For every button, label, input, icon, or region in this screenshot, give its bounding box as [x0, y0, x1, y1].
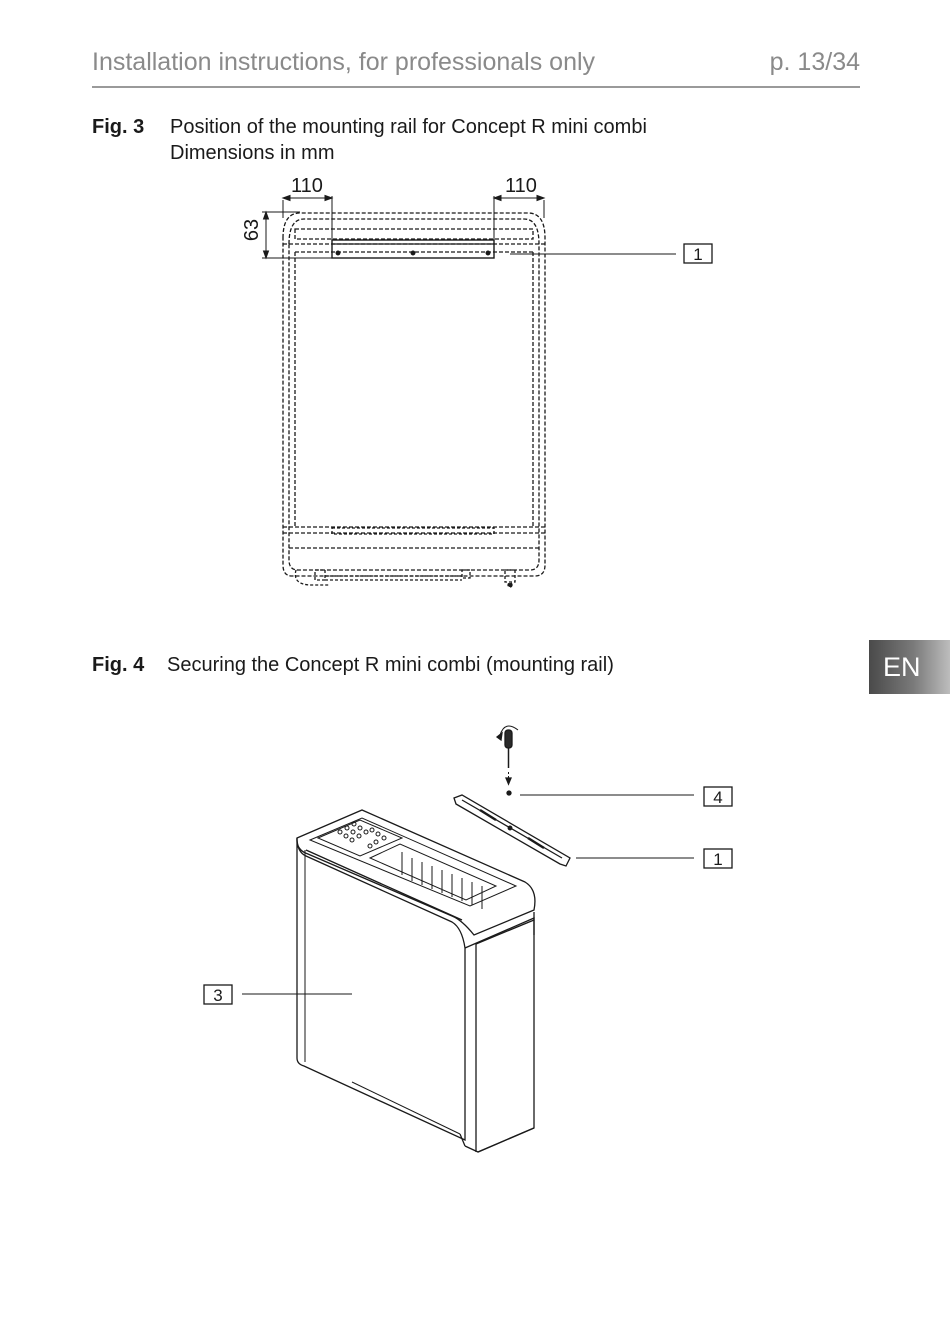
fig4-callout-box-3	[203, 984, 233, 1005]
fig3-title: Position of the mounting rail for Concep…	[170, 116, 647, 138]
fig4-callout-box-4	[703, 786, 733, 807]
language-tab: EN	[869, 640, 950, 694]
fig3-caption: Fig. 3 Position of the mounting rail for…	[92, 114, 792, 170]
fig3-label: Fig. 3	[92, 116, 145, 138]
fig3-drawing	[262, 194, 713, 588]
dim-label-right: 110	[505, 175, 537, 197]
mounting-rail-iso	[453, 794, 571, 867]
header-title: Installation instructions, for professio…	[92, 48, 596, 76]
fig3-subtitle: Dimensions in mm	[170, 142, 335, 164]
dim-label-left: 110	[291, 175, 323, 197]
fig4-label: Fig. 4	[92, 654, 145, 676]
screwdriver-icon	[495, 725, 519, 796]
control-panel-buttons	[337, 821, 387, 849]
cabinet-iso	[296, 809, 536, 1153]
fig4-drawing	[203, 725, 733, 1153]
dimension-top	[262, 210, 332, 260]
fig3-callout-1: 1	[693, 245, 702, 264]
dimension-right	[492, 194, 546, 255]
page-number: p. 13/34	[769, 48, 860, 76]
fig4-callout-4: 4	[713, 788, 722, 807]
fig4-caption: Fig. 4 Securing the Concept R mini combi…	[92, 652, 792, 682]
fig4-title: Securing the Concept R mini combi (mount…	[167, 654, 614, 676]
dimension-left	[281, 194, 334, 255]
cabinet-front-outline	[282, 212, 546, 577]
cabinet-feet	[294, 569, 516, 588]
fig4-callout-1: 1	[713, 850, 722, 869]
fig4-callout-3: 3	[213, 986, 222, 1005]
mounting-rail	[331, 239, 495, 535]
fig4-callout-box-1	[703, 848, 733, 869]
dim-label-top: 63	[241, 219, 263, 241]
fig3-callout-box-1	[683, 243, 713, 264]
page-header: Installation instructions, for professio…	[92, 48, 860, 88]
